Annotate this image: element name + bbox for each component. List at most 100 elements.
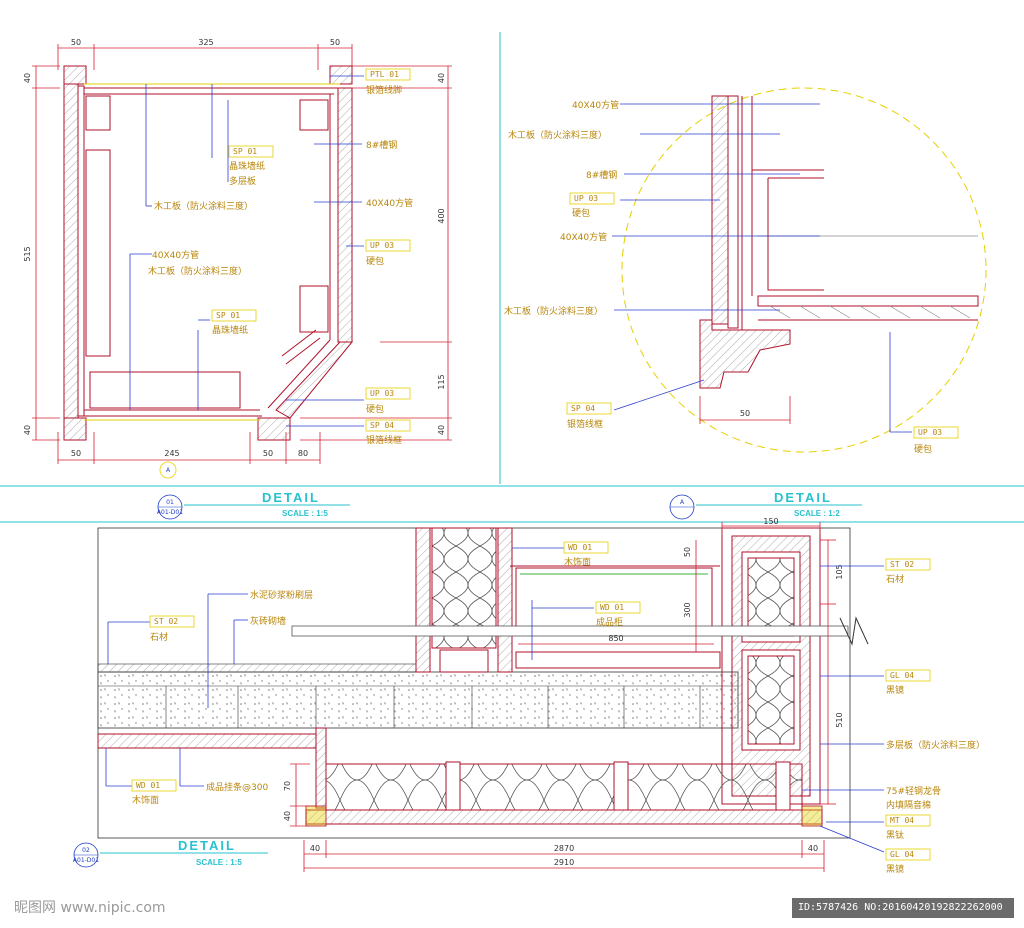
d3-label-tag-gl04-a: GL 04 [890,671,914,680]
label-channel-steel: 8#槽钢 [366,139,397,151]
d3-dim-right-510: 510 [835,712,844,727]
d2-label-tag-up03-b: UP 03 [918,428,942,437]
d3-label-wood-veneer-a: 木饰面 [564,556,591,568]
d2-label-blockboard-a: 木工板（防火涂料三度） [508,129,607,141]
detail-a-enlarged: 50 40X40方管 木工板（防火涂料三度） 8#槽钢 UP 03 硬包 40X… [504,87,987,520]
d2-label-channel-steel: 8#槽钢 [586,169,617,181]
dim-left-3: 40 [23,425,32,435]
dim-bottom-4: 80 [298,449,308,458]
d3-label-black-titanium: 黑钛 [886,829,904,841]
dim-right-4: 40 [437,425,446,435]
dim-top-1: 50 [71,38,81,47]
d3-label-light-steel-keel: 75#轻钢龙骨 [886,785,941,797]
d3-label-tag-wd01-c: WD 01 [136,781,160,790]
label-square-tube-b: 40X40方管 [152,249,199,261]
dim-right-1: 40 [437,73,446,83]
detail-bubble-a-number: A [680,499,685,506]
label-blockboard-a: 木工板（防火涂料三度） [154,200,253,212]
dim-bottom-3: 50 [263,449,273,458]
d3-label-tag-wd01-b: WD 01 [600,603,624,612]
label-bead-wallpaper-b: 晶珠墙纸 [212,324,248,336]
d3-dim-left-70: 70 [283,781,292,791]
dim-top-2: 325 [198,38,213,47]
insulation-ceiling [325,763,803,811]
dim-bottom-2: 245 [164,449,179,458]
d3-label-cement-mortar: 水泥砂浆粉刷层 [250,589,313,601]
d3-dim-right-105: 105 [835,564,844,579]
label-multilayer-board: 多层板 [229,175,256,187]
d2-label-hard-pack-b: 硬包 [914,443,932,455]
detail-bubble-02-number: 02 [82,847,90,854]
d3-label-tag-mt04: MT 04 [890,816,914,825]
label-silver-molding: 银箔线脚 [366,84,402,96]
dim-left-2: 515 [23,246,32,261]
d3-dim-bottom-40b: 40 [808,844,818,853]
detail-02-section: 150 50 300 850 105 510 70 40 40 2870 40 … [73,517,985,875]
dim-right-3: 115 [437,374,446,389]
label-square-tube-a: 40X40方管 [366,197,413,209]
label-tag-ptl01: PTL 01 [370,70,399,79]
d3-label-multilayer-board: 多层板（防火涂料三度） [886,739,985,751]
d2-label-blockboard-b: 木工板（防火涂料三度） [504,305,603,317]
d3-label-tag-st02-b: ST 02 [890,560,914,569]
label-tag-sp01-a: SP 01 [233,147,257,156]
d3-dim-bottom-2870: 2870 [554,844,574,853]
d2-label-hard-pack-a: 硬包 [572,207,590,219]
dim-top-3: 50 [330,38,340,47]
ceiling-board [305,809,823,825]
detail-bubble-02-sheet: A01-D01 [73,857,99,864]
detail-01-plan: 50 325 50 50 245 50 80 40 515 40 40 400 … [23,38,452,520]
dim-left-1: 40 [23,73,32,83]
d3-dim-bottom-2910: 2910 [554,858,574,867]
d2-label-tag-sp04: SP 04 [571,404,595,413]
d3-label-brick-wall: 灰砖砌墙 [250,615,286,627]
label-hard-pack-b: 硬包 [366,403,384,415]
detail-02-title: DETAIL [178,838,236,853]
label-hard-pack-a: 硬包 [366,255,384,267]
label-bead-wallpaper-a: 晶珠墙纸 [229,160,265,172]
d3-dim-inner-300: 300 [683,602,692,617]
detail-circle [621,87,987,453]
d2-label-square-tube-a: 40X40方管 [572,99,619,111]
detail-a-title: DETAIL [774,490,832,505]
d3-dim-top: 150 [763,517,778,526]
d3-label-black-mirror-a: 黑镜 [886,684,904,696]
d2-label-square-tube-b: 40X40方管 [560,231,607,243]
d3-label-finished-cabinet: 成品柜 [596,616,623,628]
label-tag-sp04: SP 04 [370,421,394,430]
d3-dim-left-40: 40 [283,811,292,821]
detail-a-scale: SCALE : 1:2 [794,509,840,518]
d3-label-wood-veneer-b: 木饰面 [132,794,159,806]
detail-02-scale: SCALE : 1:5 [196,858,242,867]
section-marker-a [159,461,177,479]
d3-label-tag-wd01-a: WD 01 [568,543,592,552]
d3-dim-inner-50: 50 [683,547,692,557]
d3-label-stone-b: 石材 [886,573,904,585]
section-marker-label: A [166,467,171,474]
detail-01-title: DETAIL [262,490,320,505]
d3-label-sound-insulation: 内填隔音棉 [886,799,931,811]
label-tag-sp01-b: SP 01 [216,311,240,320]
watermark-id: ID:5787426 NO:20160420192822262000 [792,898,1014,918]
label-blockboard-b: 木工板（防火涂料三度） [148,265,247,277]
break-line-beam [291,625,849,637]
d3-label-tag-gl04-b: GL 04 [890,850,914,859]
label-tag-up03-a: UP 03 [370,241,394,250]
d3-label-hanging-strip: 成品挂条@300 [206,781,268,793]
dim-bottom-1: 50 [71,449,81,458]
d3-dim-bottom-40a: 40 [310,844,320,853]
label-tag-up03-b: UP 03 [370,389,394,398]
dim-right-2: 400 [437,208,446,223]
detail-bubble-01-sheet: A01-D01 [157,509,183,516]
d2-dim-bottom: 50 [740,409,750,418]
label-silver-frame: 银箔线框 [366,434,402,446]
d3-label-stone-a: 石材 [150,631,168,643]
d3-dim-inner-850: 850 [608,634,623,643]
detail-01-scale: SCALE : 1:5 [282,509,328,518]
d3-label-black-mirror-b: 黑镜 [886,863,904,875]
d2-label-tag-up03-a: UP 03 [574,194,598,203]
watermark-site: 昵图网 www.nipic.com [14,900,166,916]
d3-label-tag-st02-a: ST 02 [154,617,178,626]
d2-label-silver-frame: 银箔线框 [567,418,603,430]
